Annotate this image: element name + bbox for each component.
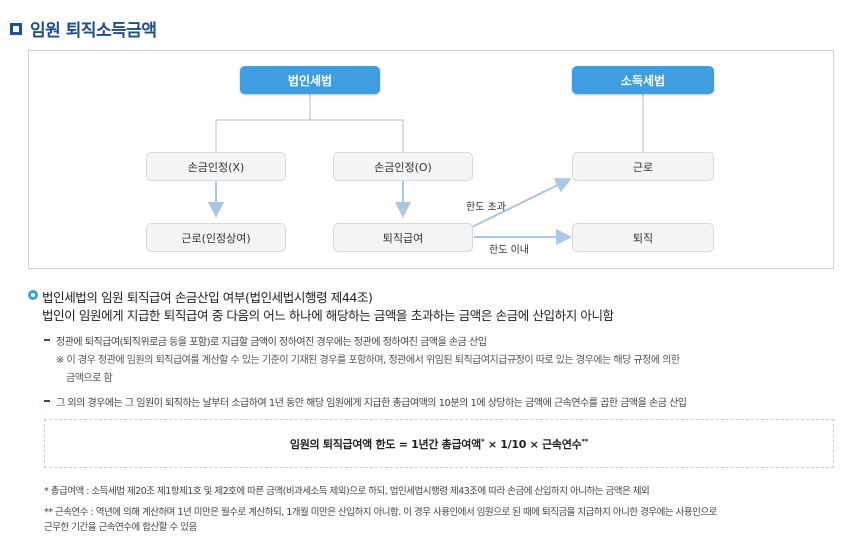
node-labor-bonus: 근로(인정상여)	[146, 223, 286, 252]
section-subheading-text: 법인이 임원에게 지급한 퇴직급여 중 다음의 어느 하나에 해당하는 금액을 …	[42, 308, 614, 323]
formula-part2: × 1/10 × 근속연수	[484, 437, 582, 451]
circle-bullet-icon	[28, 290, 38, 300]
formula-text: 임원의 퇴직급여액 한도 = 1년간 총급여액* × 1/10 × 근속연수**	[290, 436, 588, 452]
list-item-note-cont: 금액으로 함	[66, 373, 113, 384]
formula-box: 임원의 퇴직급여액 한도 = 1년간 총급여액* × 1/10 × 근속연수**	[44, 419, 834, 468]
list-item-text: 정관에 퇴직급여(퇴직위로금 등을 포함)로 지급할 금액이 정하여진 경우에는…	[56, 337, 487, 348]
dash-bullet-icon	[44, 400, 50, 402]
node-labor: 근로	[572, 152, 714, 181]
page-title: 임원 퇴직소득금액	[30, 21, 157, 41]
footnote-service-years: ** 근속연수 : 역년에 의해 계산하며 1년 미만은 월수로 계산하되, 1…	[44, 507, 717, 518]
node-deductible: 손금인정(O)	[333, 152, 473, 181]
node-income-tax-law: 소득세법	[572, 66, 714, 94]
node-corporate-tax-law: 법인세법	[240, 66, 380, 94]
list-item-text: 그 외의 경우에는 그 임원이 퇴직하는 날부터 소급하여 1년 동안 해당 임…	[56, 398, 687, 409]
footnote-service-years-cont: 근무한 기간을 근속연수에 합산할 수 있음	[44, 522, 197, 533]
formula-footnote-mark-1: *	[480, 436, 485, 445]
node-retirement-pay: 퇴직급여	[333, 223, 473, 252]
section-title: 임원 퇴직소득금액	[10, 16, 157, 41]
node-not-deductible: 손금인정(X)	[146, 152, 286, 181]
label-within-limit: 한도 이내	[489, 245, 529, 256]
list-item-note: ※ 이 경우 정관에 임원의 퇴직급여를 계산할 수 있는 기준이 기재된 경우…	[56, 355, 680, 366]
formula-part1: 임원의 퇴직급여액 한도 = 1년간 총급여액	[289, 437, 481, 451]
label-over-limit: 한도 초과	[466, 202, 506, 213]
footnote-total-salary: * 총급여액 : 소득세법 제20조 제1항제1호 및 제2호에 따른 금액(비…	[44, 486, 650, 497]
section-heading-text: 법인세법의 임원 퇴직급여 손금산입 여부(법인세법시행령 제44조)	[42, 290, 373, 305]
node-retirement: 퇴직	[572, 223, 714, 252]
formula-footnote-mark-2: **	[581, 436, 589, 445]
square-bullet-icon	[10, 22, 22, 35]
dash-bullet-icon	[44, 339, 50, 341]
